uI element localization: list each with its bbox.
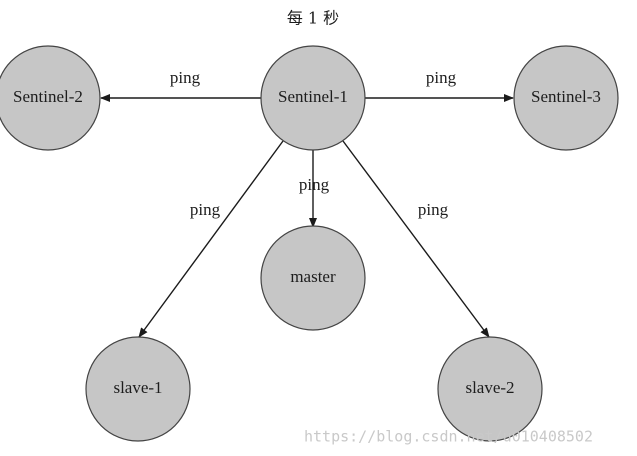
node-label: Sentinel-3 [531, 87, 601, 106]
node-master: master [260, 225, 366, 331]
node-circle [437, 336, 543, 442]
node-label: slave-2 [465, 378, 514, 397]
node-sentinel-3: Sentinel-3 [513, 45, 619, 151]
edge-label-slave-1: ping [190, 200, 221, 219]
edge-label-sentinel-3: ping [426, 68, 457, 87]
node-circle [0, 45, 101, 151]
node-circle [260, 45, 366, 151]
edge-sentinel-1-to-slave-1 [138, 140, 284, 338]
node-circle [513, 45, 619, 151]
node-slave-1: slave-1 [85, 336, 191, 442]
node-sentinel-2: Sentinel-2 [0, 45, 101, 151]
node-slave-2: slave-2 [437, 336, 543, 442]
edges: ping ping ping ping ping [100, 68, 514, 338]
edge-label-slave-2: ping [418, 200, 449, 219]
edge-sentinel-1-to-slave-2 [342, 140, 490, 338]
diagram-title: 每 1 秒 [287, 9, 339, 28]
edge-label-master: ping [299, 175, 330, 194]
edge-label-sentinel-2: ping [170, 68, 201, 87]
node-circle [260, 225, 366, 331]
node-circle [85, 336, 191, 442]
watermark: https://blog.csdn.net/u010408502 [304, 428, 593, 446]
node-label: Sentinel-1 [278, 87, 348, 106]
node-label: master [290, 267, 336, 286]
node-label: Sentinel-2 [13, 87, 83, 106]
node-sentinel-1: Sentinel-1 [260, 45, 366, 151]
node-label: slave-1 [113, 378, 162, 397]
